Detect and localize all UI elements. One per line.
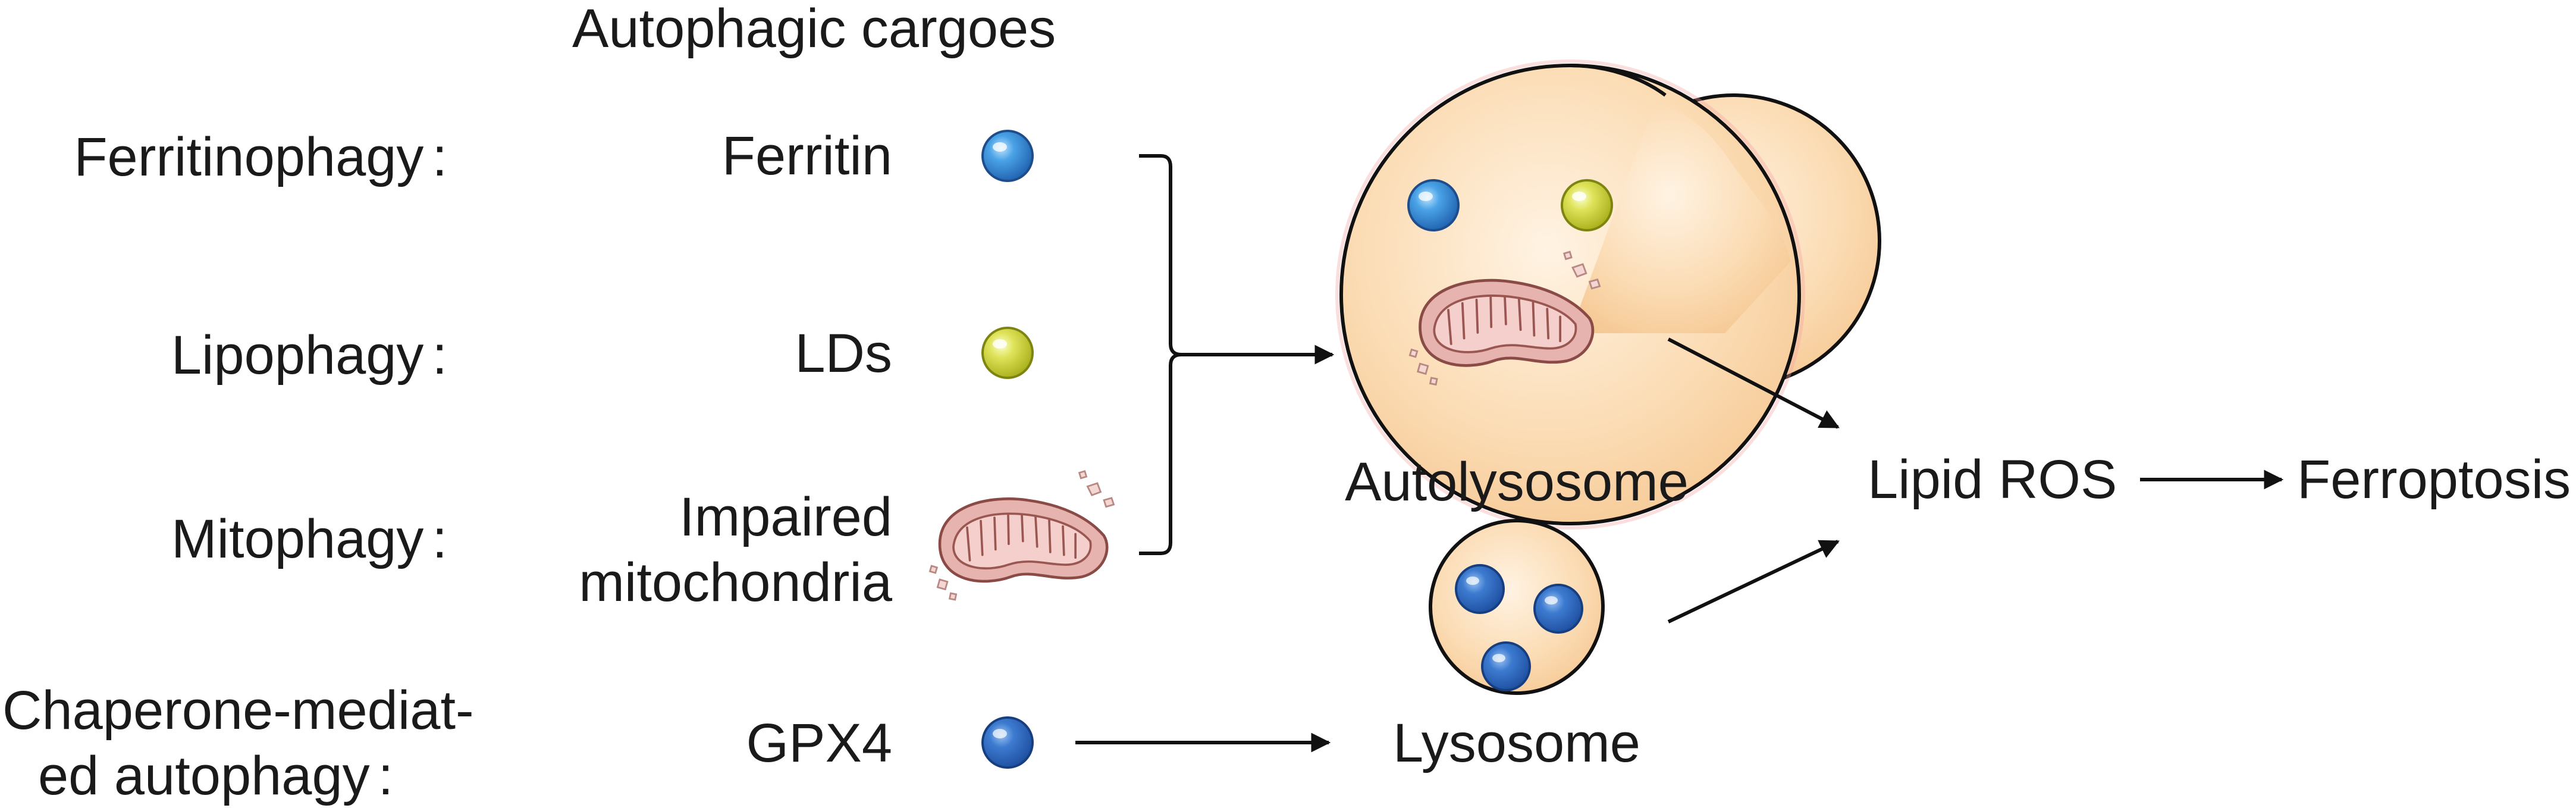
lipid-droplet-sphere-icon [981, 327, 1034, 379]
cargo-label-gpx4: GPX4 [746, 713, 892, 773]
cargo-label-lds: LDs [795, 323, 892, 384]
ferritin-sphere-icon [981, 130, 1034, 182]
lysosome-label: Lysosome [1393, 713, 1640, 773]
pathway-name: ed autophagy [38, 746, 370, 806]
autolysosome-label: Autolysosome [1345, 452, 1689, 512]
pathway-name: Lipophagy [171, 325, 424, 386]
cargo-label-ferritin: Ferritin [721, 126, 892, 186]
autolysosome-ferritin-icon [1407, 179, 1460, 231]
lipid-ros-label: Lipid ROS [1868, 449, 2117, 510]
autolysosome-organelle [1335, 59, 1881, 530]
cargo-label-mitochondria-line2: mitochondria [579, 552, 892, 613]
cargo-bracket [1139, 154, 1182, 555]
lysosome-organelle [1429, 519, 1605, 695]
cargo-label-mitochondria-line1: Impaired [679, 487, 892, 547]
pathway-cma-line1: Chaperone-mediat- [2, 680, 474, 741]
gpx4-sphere-icon [981, 716, 1034, 769]
mitochondrion-icon [930, 471, 1113, 600]
pathway-colon: : [432, 325, 447, 386]
lysosome-to-lipid-ros-arrow [1667, 540, 1840, 624]
lysosome-gpx4-icon [1455, 564, 1583, 691]
pathway-ferritinophagy: Ferritinophagy: [0, 125, 447, 189]
pathway-colon: : [432, 509, 447, 569]
pathway-name: Mitophagy [171, 509, 424, 569]
autolysosome-to-lipid-ros-arrow [1667, 337, 1840, 429]
pathway-mitophagy: Mitophagy: [0, 507, 447, 571]
pathway-cma: ed autophagy: [38, 744, 393, 808]
pathway-colon: : [378, 746, 394, 806]
pathway-colon: : [432, 127, 447, 187]
ferroptosis-label: Ferroptosis [2297, 449, 2571, 510]
cargoes-title: Autophagic cargoes [572, 0, 1056, 59]
pathway-lipophagy: Lipophagy: [0, 323, 447, 387]
autolysosome-lipid-droplet-icon [1561, 179, 1613, 231]
pathway-name: Ferritinophagy [74, 127, 424, 187]
